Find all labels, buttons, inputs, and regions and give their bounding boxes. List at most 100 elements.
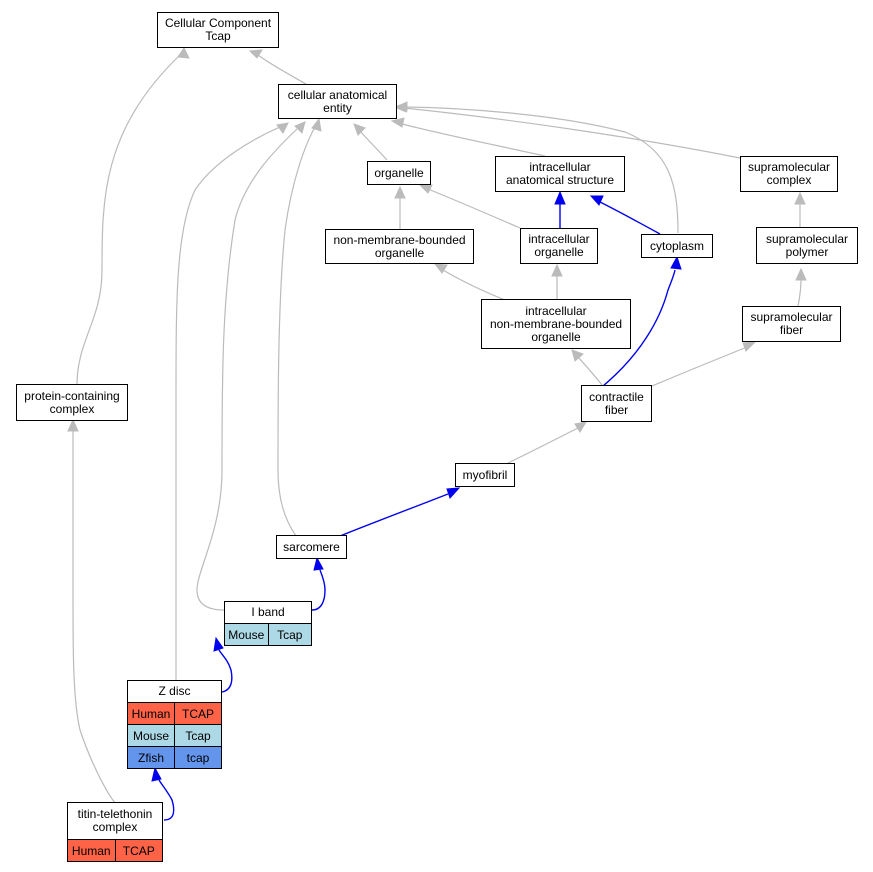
node-cytoplasm[interactable]: cytoplasm xyxy=(641,234,713,258)
edge-organelle-to-cae xyxy=(359,130,388,161)
node-cellular-anatomical-entity[interactable]: cellular anatomical entity xyxy=(278,84,397,119)
gene-cell: TCAP xyxy=(114,840,163,861)
gene-cell: TCAP xyxy=(174,703,221,724)
node-label: organelle xyxy=(374,165,424,180)
arrow-sarcomere-to-cae xyxy=(311,117,322,132)
node-label: supramolecular xyxy=(765,231,849,246)
node-label: polymer xyxy=(785,244,829,259)
node-label: protein-containing xyxy=(24,388,120,403)
edge-cae-to-cc xyxy=(257,54,307,85)
arrow-inmbo-to-nmbo xyxy=(433,263,448,274)
node-titin-telethonin-complex[interactable]: titin-telethonin complex Human TCAP xyxy=(67,802,163,862)
node-label: Cellular Component xyxy=(164,16,272,30)
node-label: intracellular xyxy=(529,160,591,174)
node-label: sarcomere xyxy=(283,539,340,554)
species-cell: Human xyxy=(131,706,171,721)
node-label: complex xyxy=(92,820,138,834)
arrow-cf-to-fiber xyxy=(742,341,757,352)
node-myofibril[interactable]: myofibril xyxy=(455,463,515,487)
edge-cytoplasm-to-cae xyxy=(405,106,679,234)
node-label: I band xyxy=(251,605,285,619)
edge-zdisc-to-iband xyxy=(218,649,233,693)
species-cell: Mouse xyxy=(228,627,265,642)
edge-sarcomere-to-cae xyxy=(277,126,316,537)
gene-cell: Tcap xyxy=(267,624,312,645)
arrow-inmbo-to-io xyxy=(551,263,563,277)
node-sarcomere[interactable]: sarcomere xyxy=(276,535,347,559)
node-label: Tcap xyxy=(205,29,231,43)
node-organelle[interactable]: organelle xyxy=(367,161,431,185)
node-label: entity xyxy=(323,100,352,115)
arrow-ttc-to-zdisc xyxy=(151,766,162,782)
edge-sarcomere-to-myofibril xyxy=(339,493,449,537)
arrow-iband-to-cae xyxy=(294,121,306,134)
arrow-cae-to-cc xyxy=(248,49,263,59)
node-cellular-component[interactable]: Cellular Component Tcap xyxy=(157,12,279,48)
node-i-band[interactable]: I band Mouse Tcap xyxy=(224,601,312,646)
species-cell: Human xyxy=(71,843,111,858)
arrow-myofibril-to-cf xyxy=(574,421,587,433)
node-label: fiber xyxy=(779,323,804,337)
species-row: Zfish tcap xyxy=(128,746,221,768)
node-label: supramolecular xyxy=(747,160,831,174)
edge-fiber-to-polymer xyxy=(797,278,802,307)
node-intracellular-anatomical-structure[interactable]: intracellular anatomical structure xyxy=(495,156,625,192)
arrow-io-to-organelle xyxy=(418,184,433,194)
node-label: titin-telethonin xyxy=(77,807,153,821)
edge-myofibril-to-cf xyxy=(507,427,579,464)
edge-cf-to-cytoplasm xyxy=(602,269,676,387)
node-label: cytoplasm xyxy=(649,238,705,253)
edge-ttc-to-pcc xyxy=(72,430,116,804)
edge-cytoplasm-to-ias xyxy=(599,201,661,235)
node-label: cellular anatomical xyxy=(287,87,388,102)
arrow-organelle-to-cae xyxy=(353,123,366,136)
node-label: complex xyxy=(49,401,95,416)
node-protein-containing-complex[interactable]: protein-containing complex xyxy=(16,384,128,421)
node-label: Z disc xyxy=(158,684,191,698)
node-title-row: Z disc xyxy=(128,681,221,702)
arrow-io-to-ias xyxy=(554,190,566,205)
edge-zdisc-to-cae xyxy=(175,126,281,681)
node-label: fiber xyxy=(604,402,629,417)
node-label: non-membrane-bounded xyxy=(333,232,466,247)
edge-ttc-to-zdisc xyxy=(158,779,175,821)
edge-iband-to-cae xyxy=(196,128,298,611)
node-label: organelle xyxy=(534,245,584,259)
edge-cf-to-inmbo xyxy=(577,356,603,386)
species-row: Human TCAP xyxy=(68,839,162,861)
arrow-zdisc-to-iband xyxy=(213,636,224,652)
node-label: organelle xyxy=(531,329,581,344)
edge-io-to-organelle xyxy=(427,188,521,229)
arrow-fiber-to-polymer xyxy=(795,267,807,281)
node-label: anatomical structure xyxy=(505,173,615,187)
gene-cell: Tcap xyxy=(174,725,221,746)
species-row: Human TCAP xyxy=(128,702,221,724)
arrow-cf-to-inmbo xyxy=(571,349,584,362)
node-intracellular-nmb-organelle[interactable]: intracellular non-membrane-bounded organ… xyxy=(481,299,631,349)
species-cell: Zfish xyxy=(137,750,164,765)
arrow-cytoplasm-to-ias xyxy=(589,195,604,206)
node-z-disc[interactable]: Z disc Human TCAP Mouse Tcap Zfish tcap xyxy=(127,680,222,769)
arrow-sarcomere-to-myofibril xyxy=(446,487,461,499)
node-label: supramolecular xyxy=(750,310,833,324)
node-contractile-fiber[interactable]: contractile fiber xyxy=(581,385,652,422)
node-supramolecular-fiber[interactable]: supramolecular fiber xyxy=(742,306,841,342)
edge-pcc-to-cc xyxy=(76,54,181,386)
node-title-row: I band xyxy=(225,602,311,623)
node-label: intracellular xyxy=(525,303,587,318)
arrow-pcc-to-cc xyxy=(177,47,190,59)
node-intracellular-organelle[interactable]: intracellular organelle xyxy=(520,228,598,264)
node-label: intracellular xyxy=(528,232,590,246)
arrow-iband-to-sarcomere xyxy=(313,556,324,571)
arrow-ias-to-cae xyxy=(390,117,405,128)
node-label: organelle xyxy=(374,245,425,260)
arrow-nmbo-to-organelle xyxy=(394,185,406,199)
node-non-membrane-bounded-organelle[interactable]: non-membrane-bounded organelle xyxy=(325,229,474,264)
node-supramolecular-polymer[interactable]: supramolecular polymer xyxy=(756,227,858,264)
node-label: contractile xyxy=(589,389,644,404)
node-label: complex xyxy=(766,173,812,187)
node-label: myofibril xyxy=(462,467,508,482)
node-supramolecular-complex[interactable]: supramolecular complex xyxy=(740,156,838,192)
